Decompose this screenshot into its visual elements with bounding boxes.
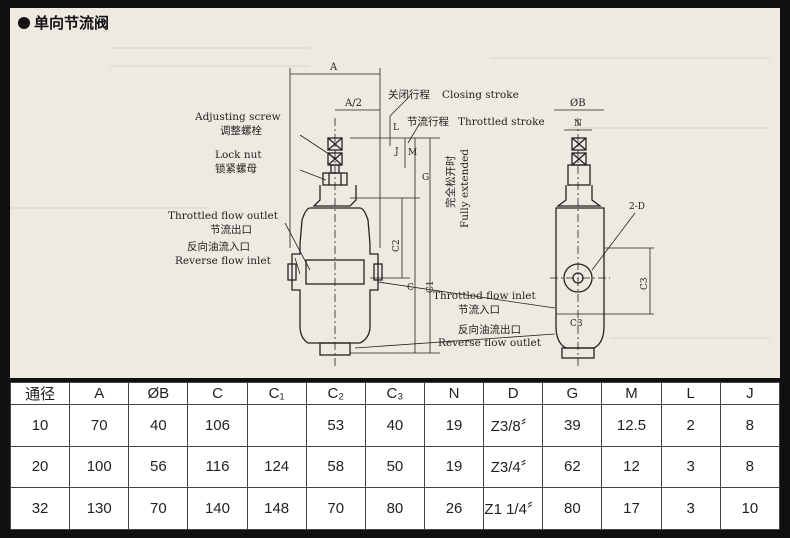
table-cell: 17	[601, 487, 662, 530]
table-cell: 53	[305, 404, 366, 447]
table-header-cell: A	[69, 382, 130, 405]
dim-n: N	[574, 119, 582, 129]
label-reverse-in-en: Reverse flow inlet	[175, 255, 272, 267]
table-cell: 19	[423, 445, 485, 489]
table-header-cell: C	[187, 382, 248, 405]
table-header-cell: L	[660, 382, 721, 405]
dim-j: J	[394, 147, 399, 157]
table-cell: 3	[660, 445, 721, 489]
label-throttled-in-cn: 节流入口	[458, 303, 500, 316]
label-throttled-stroke-en: Throttled stroke	[458, 116, 545, 128]
table-cell: Z3/8〞	[483, 404, 544, 447]
table-cell: 50	[364, 445, 425, 489]
label-throttled-out-cn: 节流出口	[210, 223, 252, 236]
dim-m: M	[408, 148, 417, 158]
technical-drawing: Adjusting screw 调整螺栓 Lock nut 锁紧螺母 Throt…	[10, 47, 770, 368]
label-adjusting-cn: 调整螺栓	[220, 124, 262, 137]
table-header-cell: 通径	[9, 382, 71, 405]
table-cell: 56	[128, 445, 189, 489]
label-locknut-cn: 锁紧螺母	[215, 162, 257, 175]
table-header-cell: C₁	[246, 382, 307, 405]
table-cell: 100	[69, 445, 130, 489]
table-cell: 8	[719, 445, 781, 489]
table-header-cell: C₂	[305, 382, 366, 405]
label-reverse-out-en: Reverse flow outlet	[438, 337, 542, 349]
table-cell: 70	[305, 487, 366, 530]
table-cell: 62	[542, 445, 603, 489]
table-cell: 140	[187, 487, 248, 530]
dim-c3-vertical: C3	[640, 277, 650, 290]
table-cell: 80	[364, 487, 425, 530]
table-cell: 32	[9, 487, 71, 530]
label-locknut-en: Lock nut	[215, 149, 262, 161]
table-cell: 10	[719, 487, 781, 530]
table-header-cell: ØB	[128, 382, 189, 405]
table-header-cell: C₃	[364, 382, 425, 405]
table-header-cell: M	[601, 382, 662, 405]
label-reverse-in-cn: 反向油流入口	[187, 240, 250, 253]
label-throttled-out-en: Throttled flow outlet	[168, 210, 279, 222]
dim-c3: C3	[570, 319, 583, 329]
dim-a: A	[329, 62, 338, 73]
dim-c2: C2	[392, 239, 402, 252]
table-cell: 40	[364, 404, 425, 447]
table-cell: 12.5	[601, 404, 662, 447]
label-closing-cn: 关闭行程	[388, 88, 430, 101]
table-header-cell: D	[483, 382, 544, 405]
table-cell: 130	[69, 487, 130, 530]
dim-g: G	[422, 173, 429, 183]
table-cell: 70	[128, 487, 189, 530]
table-cell: 12	[601, 445, 662, 489]
drawing-sheet: 单向节流阀	[10, 8, 780, 378]
table-cell: 39	[542, 404, 603, 447]
table-header-cell: N	[423, 382, 485, 405]
label-adjusting-en: Adjusting screw	[194, 111, 281, 123]
table-cell: 19	[423, 404, 485, 447]
table-cell: 20	[9, 445, 71, 489]
dim-c1: C1	[426, 280, 436, 293]
label-throttled-in-en: Throttled flow inlet	[433, 290, 537, 302]
dim-a2: A/2	[344, 98, 362, 109]
table-header-cell: G	[542, 382, 603, 405]
dim-b: ØB	[570, 98, 586, 109]
table-cell: Z3/4〞	[483, 445, 544, 489]
table-cell: 10	[9, 404, 71, 447]
table-cell: 8	[719, 404, 781, 447]
label-throttled-stroke-cn: 节流行程	[407, 115, 449, 128]
dim-l: L	[393, 123, 399, 133]
table-cell: 2	[660, 404, 721, 447]
table-cell: 148	[246, 487, 307, 530]
table-cell: 40	[128, 404, 189, 447]
table-cell: 70	[69, 404, 130, 447]
table-cell	[246, 404, 307, 447]
label-fully-cn: 完全松开时	[444, 155, 457, 208]
label-fully-en: Fully extended	[459, 149, 471, 228]
table-cell: 3	[660, 487, 721, 530]
section-heading: 单向节流阀	[18, 12, 109, 33]
heading-text: 单向节流阀	[34, 14, 110, 32]
table-cell: 58	[305, 445, 366, 489]
table-cell: 106	[187, 404, 248, 447]
table-cell: 26	[423, 487, 485, 530]
table-cell: 124	[246, 445, 307, 489]
table-cell: 80	[542, 487, 603, 530]
label-reverse-out-cn: 反向油流出口	[458, 323, 521, 336]
table-header-cell: J	[719, 382, 781, 405]
bullet-icon	[18, 16, 30, 29]
table-cell: Z1 1/4〞	[483, 487, 544, 530]
dim-c: C	[407, 283, 414, 293]
table-cell: 116	[187, 445, 248, 489]
label-closing-en: Closing stroke	[442, 89, 519, 101]
dim-2d: 2-D	[629, 202, 645, 212]
